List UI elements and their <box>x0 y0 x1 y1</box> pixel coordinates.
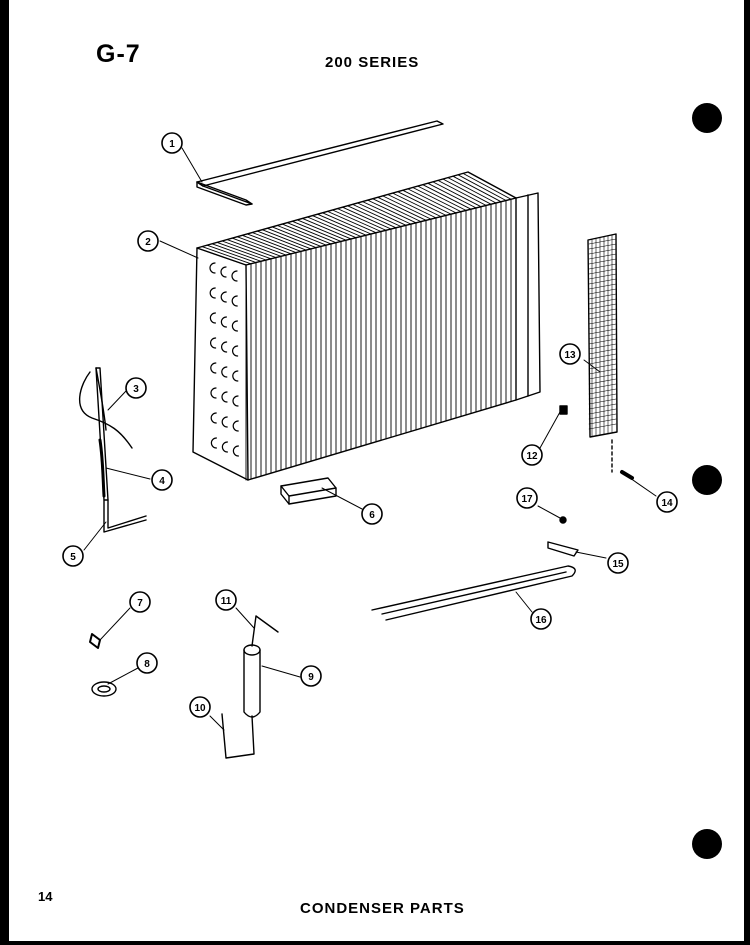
leader-line <box>107 667 139 685</box>
callout-9: 9 <box>300 665 322 687</box>
leader-line <box>537 505 561 519</box>
scan-edge-left <box>0 0 9 945</box>
page-number: 14 <box>38 889 53 904</box>
leader-line <box>539 411 561 449</box>
diagram-caption: CONDENSER PARTS <box>300 900 465 917</box>
part-hose-clamp <box>91 681 117 697</box>
part-support-block <box>280 477 337 505</box>
svg-text:11: 11 <box>221 596 232 607</box>
svg-text:3: 3 <box>133 384 139 395</box>
series-title: 200 SERIES <box>325 54 420 71</box>
part-capillary-tube <box>78 367 133 449</box>
leader-line <box>181 147 203 183</box>
leader-line <box>575 551 607 559</box>
callout-13: 13 <box>559 343 581 365</box>
callout-14: 14 <box>656 491 678 513</box>
svg-text:6: 6 <box>369 510 375 521</box>
callout-2: 2 <box>137 230 159 252</box>
svg-text:1: 1 <box>169 139 175 150</box>
svg-text:7: 7 <box>137 598 143 609</box>
part-accumulator <box>243 644 261 718</box>
svg-text:8: 8 <box>144 659 150 670</box>
callout-1: 1 <box>161 132 183 154</box>
part-elbow-tube <box>103 499 147 533</box>
svg-text:17: 17 <box>521 494 533 505</box>
part-heater-element <box>371 565 576 621</box>
leader-line <box>321 487 363 510</box>
leader-line <box>209 715 225 731</box>
leader-line <box>105 467 151 480</box>
part-top-rail <box>196 120 444 206</box>
part-suction-tube <box>221 713 255 759</box>
callout-12: 12 <box>521 444 543 466</box>
part-bracket <box>547 541 579 557</box>
svg-text:5: 5 <box>70 552 76 563</box>
svg-text:15: 15 <box>612 559 624 570</box>
svg-text:10: 10 <box>194 703 206 714</box>
leader-line <box>261 665 301 678</box>
callout-17: 17 <box>516 487 538 509</box>
callout-11: 11 <box>215 589 237 611</box>
callout-4: 4 <box>151 469 173 491</box>
part-short-tube <box>251 615 279 647</box>
callout-10: 10 <box>189 696 211 718</box>
callout-5: 5 <box>62 545 84 567</box>
part-filter-screen <box>587 233 618 438</box>
svg-text:12: 12 <box>526 451 538 462</box>
scan-edge-bottom <box>0 941 750 945</box>
callout-3: 3 <box>125 377 147 399</box>
callout-16: 16 <box>530 608 552 630</box>
svg-text:16: 16 <box>535 615 547 626</box>
svg-text:4: 4 <box>159 476 165 487</box>
scan-edge-right <box>744 0 750 945</box>
leader-line <box>515 591 533 613</box>
callout-7: 7 <box>129 591 151 613</box>
leader-line <box>159 240 199 259</box>
svg-text:9: 9 <box>308 672 314 683</box>
part-screw <box>611 439 634 480</box>
leader-line <box>83 521 107 551</box>
binder-hole <box>692 103 722 133</box>
svg-text:2: 2 <box>145 237 151 248</box>
part-clip <box>89 633 101 649</box>
part-nut <box>559 516 567 524</box>
part-grommet <box>559 405 568 415</box>
svg-text:14: 14 <box>661 498 673 509</box>
binder-hole <box>692 829 722 859</box>
part-vertical-tube <box>95 367 109 501</box>
callout-15: 15 <box>607 552 629 574</box>
leader-line <box>583 359 601 373</box>
callout-8: 8 <box>136 652 158 674</box>
leader-line <box>235 607 255 629</box>
leader-line <box>99 607 131 641</box>
part-condenser-coil <box>192 171 541 481</box>
page-code: G-7 <box>96 40 141 68</box>
svg-text:13: 13 <box>564 350 576 361</box>
binder-hole <box>692 465 722 495</box>
leader-line <box>629 477 657 497</box>
callout-6: 6 <box>361 503 383 525</box>
leader-line <box>107 390 127 411</box>
